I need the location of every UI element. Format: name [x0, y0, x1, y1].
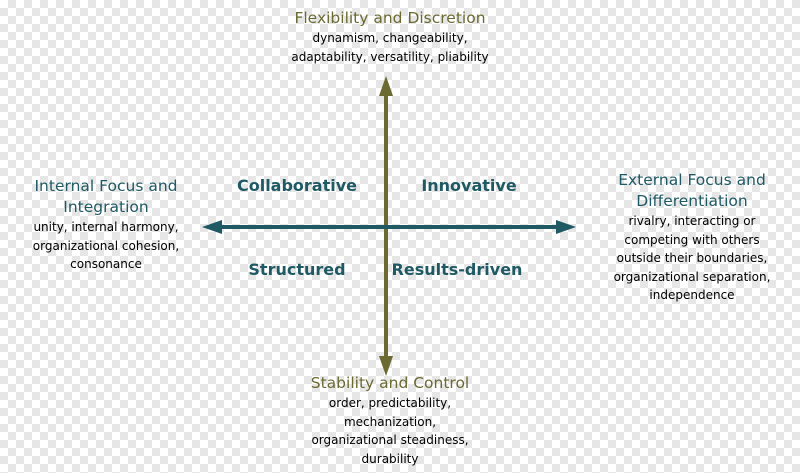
quadrant-structured: Structured [248, 260, 346, 279]
left-pole: Internal Focus and Integration unity, in… [8, 176, 204, 274]
right-pole-title: Differentiation [636, 192, 748, 210]
bottom-pole-line: organizational steadiness, [311, 433, 469, 447]
left-pole-title: Internal Focus and [34, 177, 178, 195]
quadrant-innovative: Innovative [421, 176, 517, 195]
bottom-pole-line: mechanization, [343, 414, 437, 429]
bottom-pole-line: order, predictability, [328, 396, 452, 410]
horizontal-axis-arrow-left [202, 220, 222, 234]
vertical-axis-arrow-down [379, 356, 393, 376]
vertical-axis-arrow-up [379, 76, 393, 96]
right-pole-line: outside their boundaries, [616, 251, 768, 265]
right-pole: External Focus and Differentiation rival… [592, 170, 792, 305]
bottom-pole: Stability and Control order, predictabil… [240, 373, 540, 468]
quadrant-collaborative: Collaborative [236, 176, 358, 195]
right-pole-title: External Focus and [618, 171, 766, 189]
right-pole-line: organizational separation, [613, 269, 771, 284]
top-pole-line: adaptability, versatility, pliability [291, 49, 489, 64]
left-pole-title: Integration [63, 198, 149, 216]
left-pole-line: organizational cohesion, [32, 238, 180, 253]
left-pole-line: unity, internal harmony, [33, 220, 179, 234]
right-pole-line: independence [649, 288, 735, 302]
top-pole: Flexibility and Discretion dynamism, cha… [240, 8, 540, 66]
bottom-pole-title: Stability and Control [310, 374, 470, 392]
right-pole-line: competing with others [624, 232, 760, 247]
left-pole-line: consonance [70, 257, 142, 271]
bottom-pole-line: durability [361, 451, 419, 466]
right-pole-line: rivalry, interacting or [628, 214, 756, 228]
quadrant-results-driven: Results-driven [391, 260, 523, 279]
top-pole-line: dynamism, changeability, [312, 31, 468, 45]
horizontal-axis-arrow-right [556, 220, 576, 234]
top-pole-title: Flexibility and Discretion [294, 9, 486, 27]
